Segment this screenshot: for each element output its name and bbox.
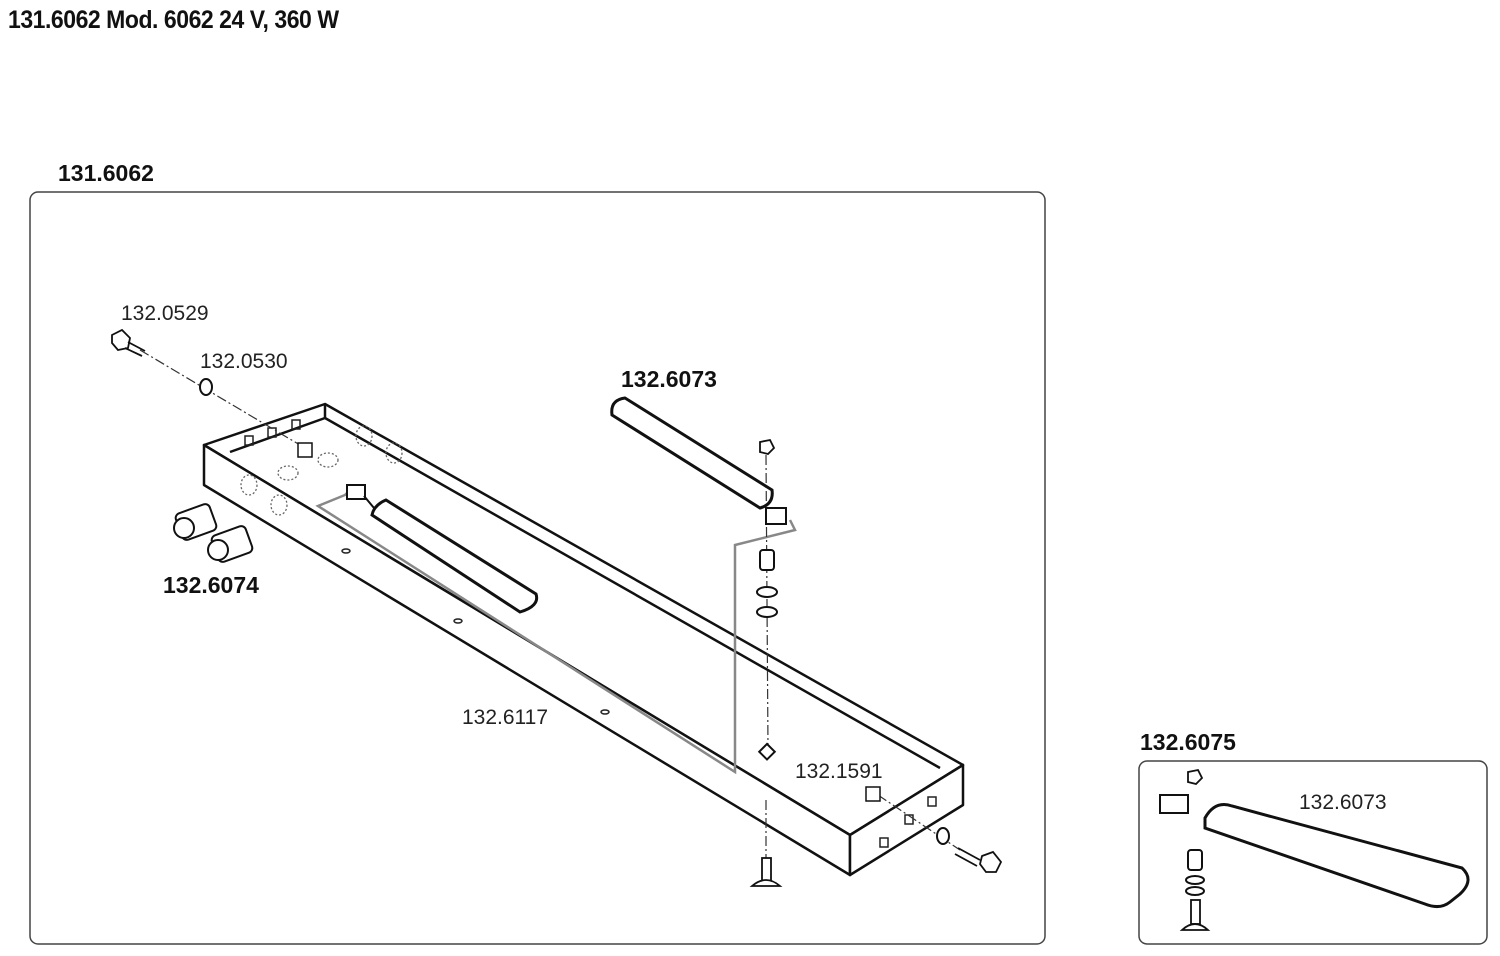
detail-assembly-frame (1138, 760, 1488, 945)
tray-housing (202, 402, 965, 877)
screw-icon (111, 328, 146, 357)
detail-assembly-label: 132.6075 (1140, 729, 1236, 755)
part-label-washer: 132.0530 (200, 350, 288, 373)
bottom-screw-icon (749, 857, 783, 887)
part-label-heating-element: 132.6073 (621, 366, 717, 392)
heating-element-tray (346, 484, 539, 614)
detail-part-label-heating-element: 132.6073 (1299, 791, 1387, 814)
wire (315, 489, 797, 775)
assembly-axis-lines (139, 349, 961, 860)
spacer-washers (756, 549, 778, 761)
main-assembly-frame (29, 191, 1046, 945)
knockout-holes (240, 425, 403, 516)
heating-element-detail (1159, 768, 1470, 931)
washer-icon-right (936, 827, 950, 845)
part-label-screw: 132.0529 (121, 302, 209, 325)
heating-element-main (610, 396, 787, 525)
cable-gland-icon (173, 503, 254, 563)
main-assembly-label: 131.6062 (58, 160, 154, 186)
page-title: 131.6062 Mod. 6062 24 V, 360 W (8, 6, 339, 34)
part-label-clip-nut: 132.1591 (795, 760, 883, 783)
clip-nut-icon-right (865, 786, 881, 802)
screw-icon-right (954, 847, 1003, 873)
part-label-cable-glands: 132.6074 (163, 572, 259, 598)
washer-icon (199, 378, 213, 396)
tray-holes (244, 419, 937, 848)
part-label-wire: 132.6117 (462, 706, 549, 729)
clip-nut-icon (297, 442, 313, 458)
